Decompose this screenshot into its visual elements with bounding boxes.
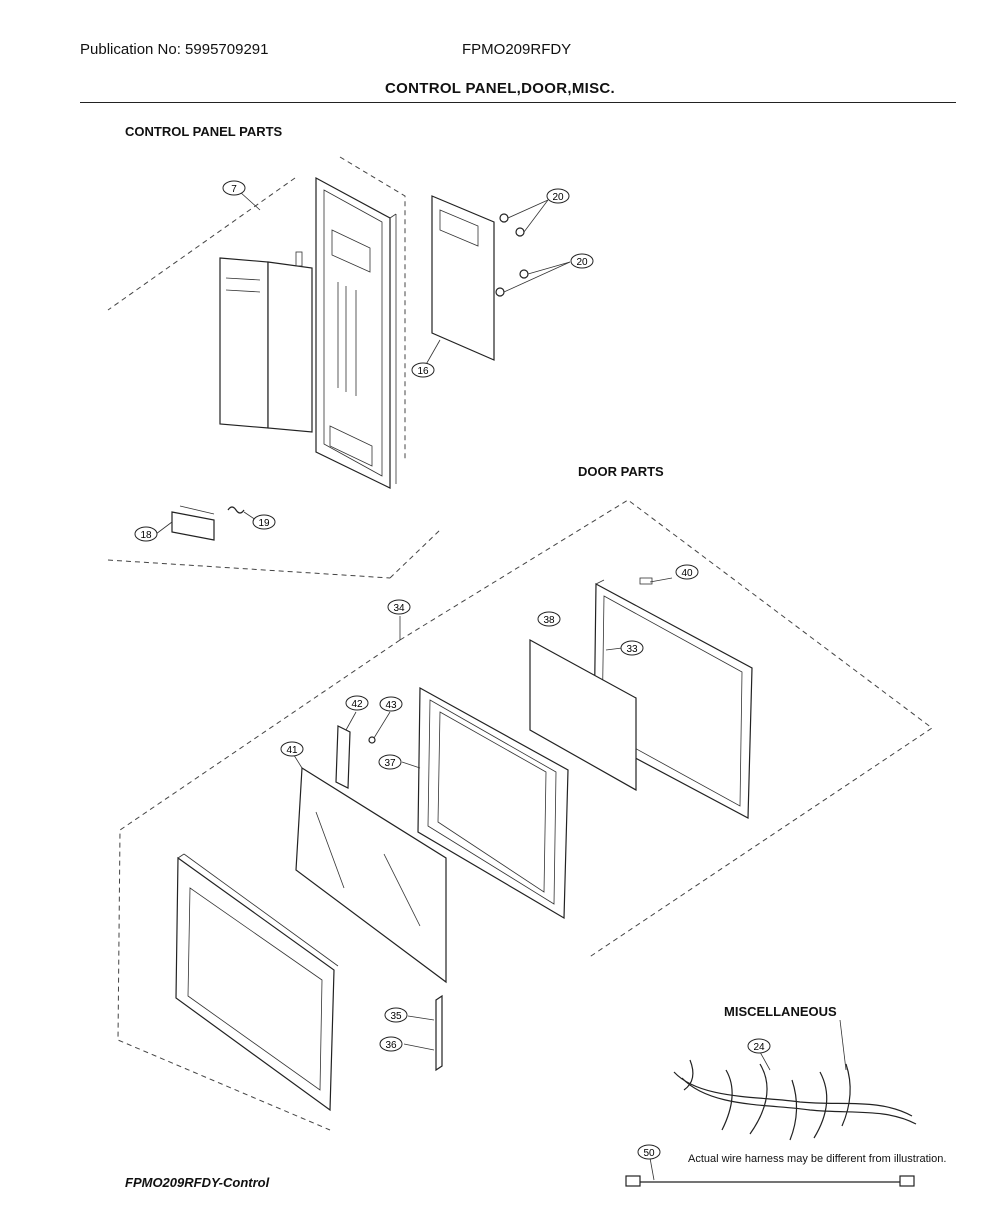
svg-text:20: 20 [576, 257, 588, 268]
svg-text:50: 50 [643, 1148, 655, 1159]
svg-text:38: 38 [543, 615, 555, 626]
callout-7: 7 [222, 180, 246, 196]
svg-text:36: 36 [385, 1040, 397, 1051]
callout-43: 43 [379, 696, 403, 712]
svg-text:41: 41 [286, 745, 298, 756]
callout-20a: 20 [546, 188, 570, 204]
callout-35: 35 [384, 1007, 408, 1023]
callout-19: 19 [252, 514, 276, 530]
callout-41: 41 [280, 741, 304, 757]
svg-text:43: 43 [385, 700, 397, 711]
svg-text:18: 18 [140, 530, 152, 541]
svg-text:40: 40 [681, 568, 693, 579]
svg-text:7: 7 [231, 184, 237, 195]
svg-text:24: 24 [753, 1042, 765, 1053]
header-divider [80, 102, 956, 103]
harness-note: Actual wire harness may be different fro… [688, 1153, 947, 1165]
callout-16: 16 [411, 362, 435, 378]
model-number: FPMO209RFDY [462, 41, 572, 58]
misc-group [625, 1019, 917, 1187]
door-group [117, 499, 933, 1131]
svg-text:19: 19 [258, 518, 270, 529]
callout-33: 33 [620, 640, 644, 656]
svg-text:20: 20 [552, 192, 564, 203]
publication-number: Publication No: 5995709291 [80, 41, 269, 58]
page-title: CONTROL PANEL,DOOR,MISC. [385, 80, 615, 97]
svg-text:16: 16 [417, 366, 429, 377]
svg-text:34: 34 [393, 603, 405, 614]
control-panel-group [107, 156, 571, 579]
footer-label: FPMO209RFDY-Control [125, 1175, 270, 1190]
callout-37: 37 [378, 754, 402, 770]
svg-text:37: 37 [384, 758, 396, 769]
callout-42: 42 [345, 695, 369, 711]
svg-text:42: 42 [351, 699, 363, 710]
section-misc-label: MISCELLANEOUS [724, 1004, 837, 1019]
callout-34: 34 [387, 599, 411, 615]
section-control-panel-label: CONTROL PANEL PARTS [125, 124, 283, 139]
callout-38: 38 [537, 611, 561, 627]
callout-20b: 20 [570, 253, 594, 269]
callout-18: 18 [134, 526, 158, 542]
callout-36: 36 [379, 1036, 403, 1052]
callout-24: 24 [747, 1038, 771, 1054]
callout-50: 50 [637, 1144, 661, 1160]
svg-text:35: 35 [390, 1011, 402, 1022]
section-door-label: DOOR PARTS [578, 464, 664, 479]
callout-40: 40 [675, 564, 699, 580]
svg-text:33: 33 [626, 644, 638, 655]
